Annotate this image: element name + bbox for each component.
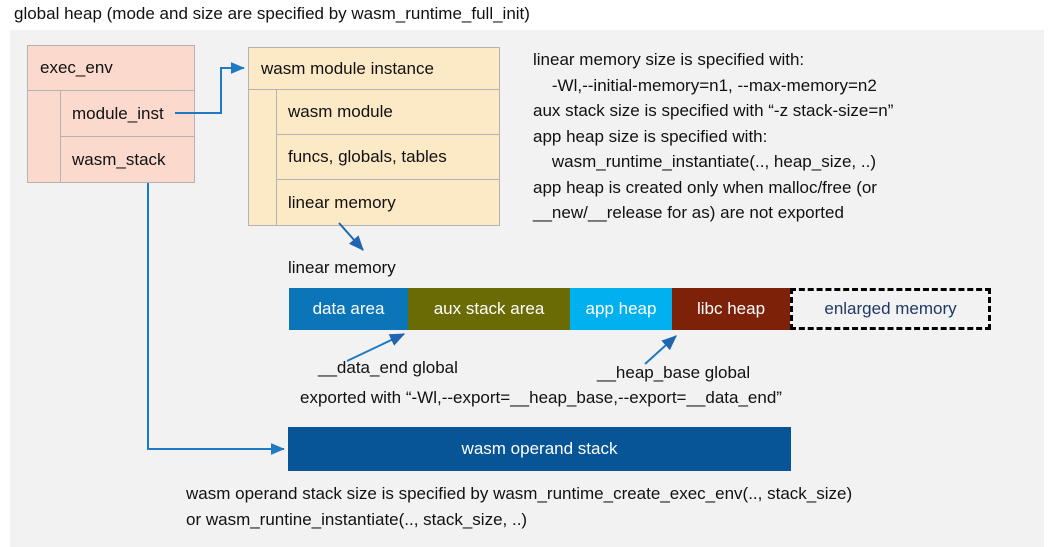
memory-segment-libc-heap: libc heap	[672, 288, 790, 330]
module-instance-field-linear-memory: linear memory	[288, 192, 396, 212]
linear-memory-info-note: linear memory size is specified with: -W…	[533, 50, 894, 222]
memory-segment-aux-stack-area: aux stack area	[408, 288, 570, 330]
exec-env-header: exec_env	[28, 46, 194, 91]
linear-memory-label: linear memory	[288, 258, 396, 277]
module-instance-gutter	[249, 90, 277, 225]
module-instance-field-funcs-globals-tables: funcs, globals, tables	[277, 135, 499, 180]
wasm-module-instance-box: wasm module instance wasm module funcs, …	[248, 47, 500, 226]
diagram-title: global heap (mode and size are specified…	[14, 4, 530, 23]
exec-env-field-wasm-stack: wasm_stack	[72, 149, 166, 169]
exec-env-gutter	[28, 91, 61, 182]
exec-env-box: exec_env module_inst wasm_stack	[27, 45, 195, 183]
annotation-exported-with: exported with “-Wl,--export=__heap_base,…	[300, 388, 782, 407]
wasm-operand-stack-box: wasm operand stack	[288, 427, 791, 471]
memory-segment-app-heap: app heap	[570, 288, 672, 330]
memory-segment-data-area: data area	[289, 288, 408, 330]
annotation-data-end: __data_end global	[318, 358, 458, 377]
exec-env-field-module-inst: module_inst	[61, 91, 194, 137]
module-instance-header: wasm module instance	[249, 48, 499, 90]
module-instance-field-wasm-module: wasm module	[277, 90, 499, 135]
memory-segment-enlarged-memory: enlarged memory	[790, 288, 991, 330]
operand-stack-note: wasm operand stack size is specified by …	[186, 484, 853, 529]
annotation-heap-base: __heap_base global	[597, 363, 751, 382]
